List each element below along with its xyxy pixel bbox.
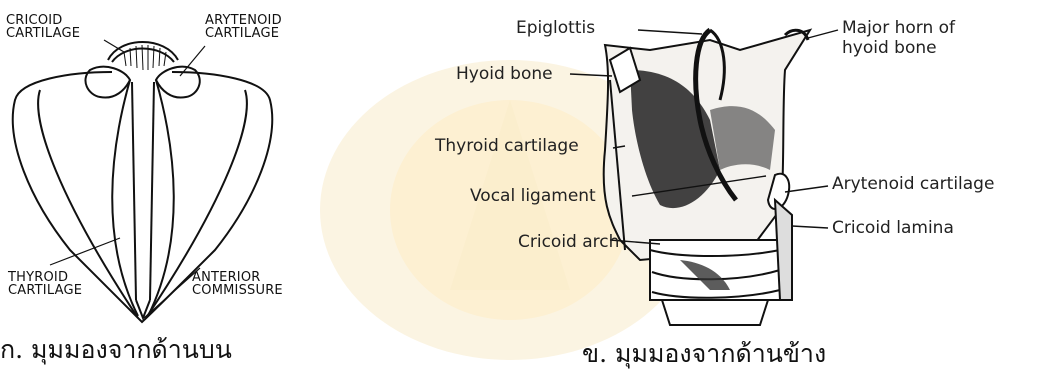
- side-view-diagram: Epiglottis Major horn of hyoid bone Hyoi…: [380, 0, 1041, 376]
- cricoid-arc: [108, 42, 178, 60]
- label-arytenoid-cartilage: Arytenoid cartilage: [832, 174, 994, 194]
- cricoid-arch-shape: [650, 240, 780, 300]
- label-thyroid-cartilage: Thyroid cartilage: [435, 136, 579, 156]
- vocal-fold-right: [150, 82, 154, 300]
- label-major-horn: Major horn of hyoid bone: [842, 18, 955, 58]
- label-hyoid-bone: Hyoid bone: [456, 64, 553, 84]
- larynx-top-view-drawing: [0, 0, 360, 376]
- label-vocal-ligament: Vocal ligament: [470, 186, 596, 206]
- arytenoid-leader: [785, 186, 828, 192]
- top-view-diagram: CRICOID CARTILAGE ARYTENOID CARTILAGE TH…: [0, 0, 360, 376]
- label-thyroid-cartilage: THYROID CARTILAGE: [8, 271, 82, 297]
- caption-side-view: ข. มุมมองจากด้านข้าง: [582, 340, 826, 368]
- label-cricoid-arch: Cricoid arch: [518, 232, 619, 252]
- label-epiglottis: Epiglottis: [516, 18, 595, 38]
- major-horn-leader: [808, 30, 838, 38]
- label-cricoid-cartilage: CRICOID CARTILAGE: [6, 14, 80, 40]
- thyroid-leader: [50, 238, 120, 265]
- label-anterior-commissure: ANTERIOR COMMISSURE: [192, 271, 283, 297]
- vocal-fold-left: [132, 82, 136, 300]
- caption-top-view: ก. มุมมองจากด้านบน: [0, 336, 232, 364]
- epiglottis-leader: [638, 30, 702, 34]
- arytenoid-leader: [180, 46, 205, 76]
- label-cricoid-lamina: Cricoid lamina: [832, 218, 954, 238]
- label-arytenoid-cartilage: ARYTENOID CARTILAGE: [205, 14, 282, 40]
- cricoid-lamina-leader: [792, 226, 828, 228]
- hyoid-leader: [570, 74, 612, 76]
